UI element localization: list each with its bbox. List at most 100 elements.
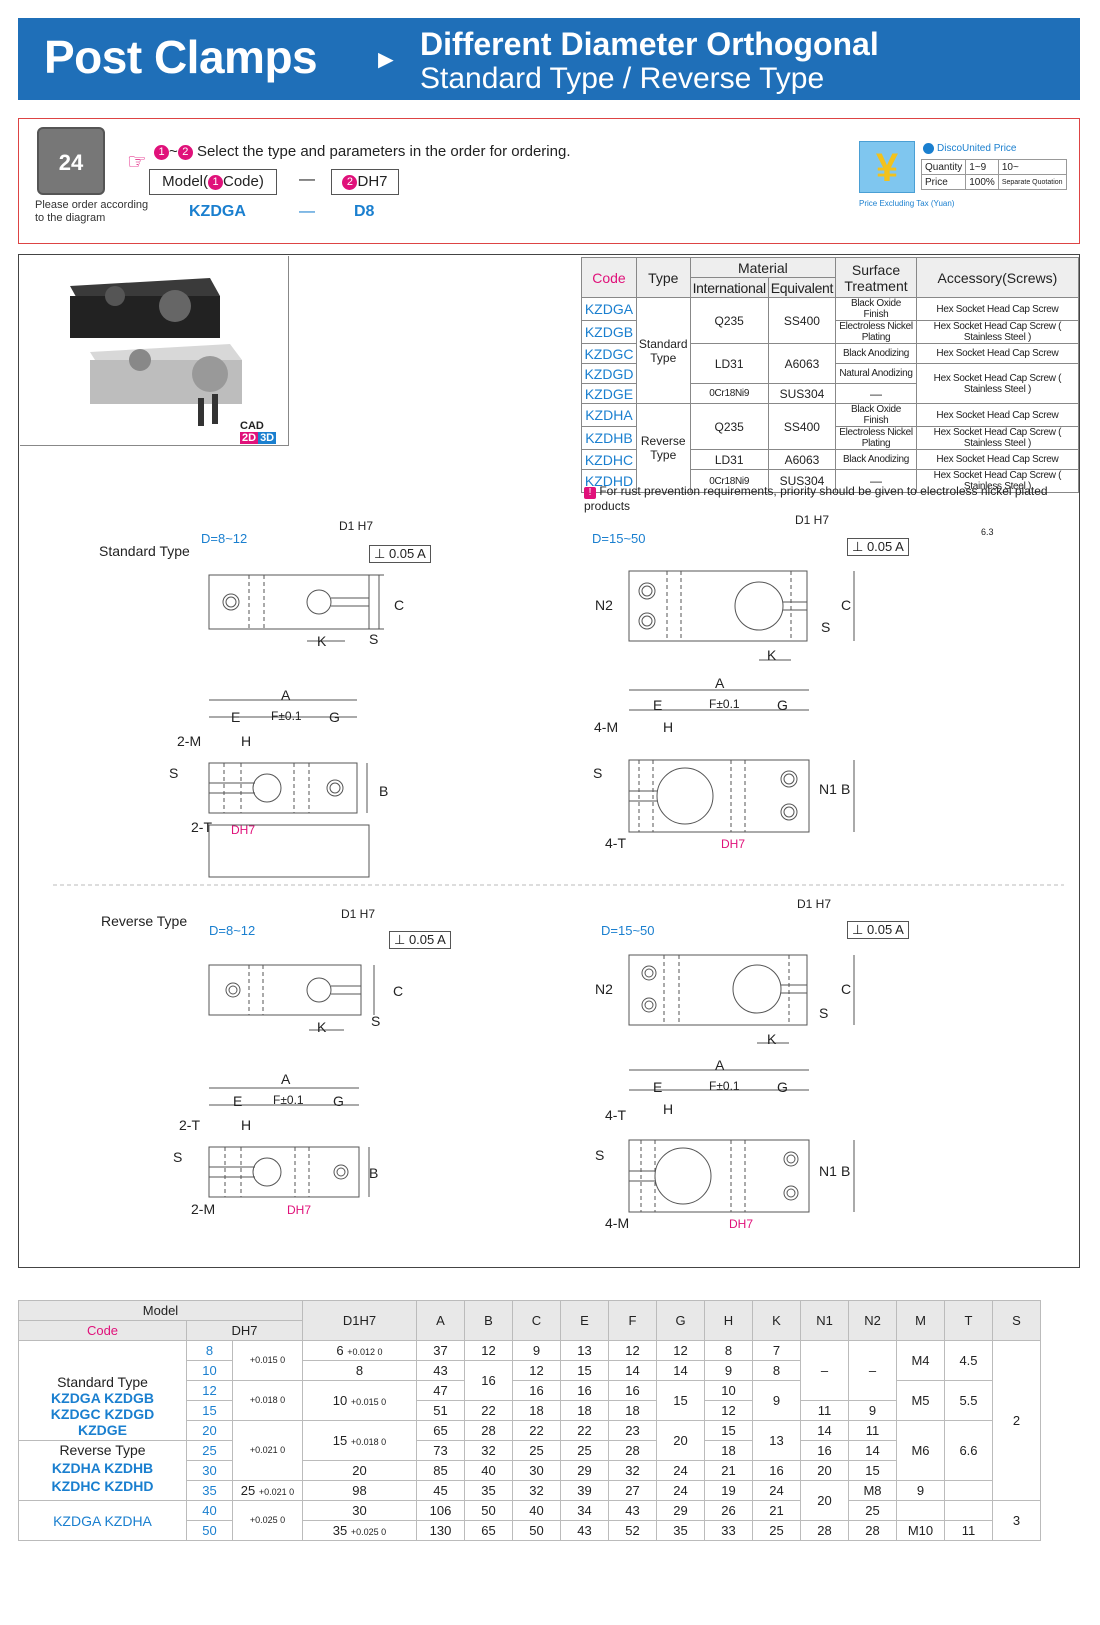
cell-n2: 28 — [848, 1520, 897, 1541]
cell-b: 50 — [464, 1500, 513, 1521]
tolerance-value: 0.05 — [408, 932, 435, 947]
dim-h: H — [241, 733, 252, 749]
bottom-codes: KZDGA KZDHA — [18, 1500, 187, 1541]
cell-n2: 20 — [800, 1480, 849, 1521]
cell-k: 16 — [752, 1460, 801, 1481]
intl-cell: Q235 — [689, 403, 769, 450]
cell-a: 73 — [416, 1440, 465, 1461]
dimension-table: Model D1H7 A B C E F G H K N1 N2 M T S C… — [18, 1300, 1041, 1541]
type-cell: Reverse Type — [635, 403, 691, 493]
cell-n1: 20 — [800, 1460, 849, 1481]
d1-value: 10 — [332, 1393, 348, 1408]
cell-k: 9 — [752, 1380, 801, 1421]
equiv-cell: SS400 — [767, 297, 837, 344]
dim-n2: N2 — [595, 981, 613, 997]
header-accessory: Accessory(Screws) — [915, 257, 1080, 298]
cell-n1: 24 — [752, 1480, 801, 1501]
price-cell: 10~ — [997, 159, 1067, 175]
intl-cell: 0Cr18Ni9 — [689, 383, 769, 404]
intl-cell: Q235 — [689, 297, 769, 344]
std-codes-1: KZDGA KZDGB — [51, 1390, 154, 1406]
size-cell: 40 — [186, 1500, 233, 1521]
phone-24-label: 24 — [58, 150, 84, 175]
equiv-cell: SUS304 — [767, 383, 837, 404]
d1-tol: +0.015 0 — [350, 1397, 387, 1407]
dh7-label: DH7 — [357, 173, 388, 190]
std-codes-3: KZDGE — [78, 1422, 127, 1438]
cell-g: 35 — [656, 1520, 705, 1541]
cell-b: 16 — [464, 1360, 513, 1401]
dim-a: A — [281, 1071, 291, 1087]
cell-b: 65 — [464, 1520, 513, 1541]
cell-c: 25 — [512, 1440, 561, 1461]
d-large-label: D=15~50 — [592, 531, 646, 546]
rust-note-text: For rust prevention requirements, priori… — [584, 484, 1048, 513]
dim-f: F±0.1 — [273, 1093, 304, 1107]
d1-value: 30 — [352, 1503, 367, 1518]
surface-cell: — — [835, 383, 917, 404]
size-cell: 8 — [186, 1340, 233, 1361]
dim-k: K — [317, 633, 327, 649]
intl-cell: 0Cr18Ni9 — [689, 469, 769, 493]
d1-value: 25 — [240, 1483, 256, 1498]
cell-f: 12 — [608, 1340, 657, 1361]
page-title: Post Clamps — [44, 31, 318, 83]
tolerance-value: 0.05 — [866, 539, 893, 554]
cad-label: CAD — [240, 420, 264, 432]
cell-g: 27 — [608, 1480, 657, 1501]
size-cell: 12 — [186, 1380, 233, 1401]
header-surface: Surface Treatment — [835, 257, 917, 298]
type-cell: Standard Type — [635, 297, 691, 404]
d1-tol: +0.021 0 — [258, 1487, 295, 1497]
cell-k: 19 — [704, 1480, 753, 1501]
price-cell: Quantity — [920, 159, 967, 175]
dim-a: A — [715, 1057, 725, 1073]
cell-b: 12 — [464, 1340, 513, 1361]
cell-c: 22 — [512, 1420, 561, 1441]
d1-tol: +0.018 0 — [350, 1437, 387, 1447]
tolerance-value: 0.05 — [388, 546, 415, 561]
datum-label: A — [895, 922, 904, 937]
cell-m: M5 — [896, 1380, 945, 1421]
tol-cell: +0.015 0 — [232, 1340, 303, 1381]
arrow-icon: ► — [373, 44, 399, 74]
cell-h: 21 — [704, 1460, 753, 1481]
cell-a: 47 — [416, 1380, 465, 1401]
accessory-cell: Hex Socket Head Cap Screw — [915, 343, 1080, 364]
cell-a: 85 — [416, 1460, 465, 1481]
size-cell: 20 — [186, 1420, 233, 1441]
step-tilde: ~ — [169, 143, 178, 160]
code-cell: KZDHA — [581, 403, 637, 427]
cell-s: 3 — [992, 1500, 1041, 1541]
dim-k: K — [317, 1019, 327, 1035]
cell-f: 39 — [560, 1480, 609, 1501]
code-cell: KZDHB — [581, 426, 637, 450]
accessory-cell: Hex Socket Head Cap Screw ( Stainless St… — [915, 469, 1080, 493]
dim-f: F±0.1 — [709, 1079, 740, 1093]
dim-dh7: DH7 — [287, 1203, 312, 1217]
code-cell: KZDGC — [581, 343, 637, 364]
dim-h: H — [663, 719, 674, 735]
dim-n2: N2 — [595, 597, 613, 613]
perpendicularity-icon: ⊥ — [374, 546, 386, 561]
cell-b: 22 — [464, 1400, 513, 1421]
cell-f: 52 — [608, 1520, 657, 1541]
warning-icon: ! — [584, 487, 596, 499]
datum-label: A — [895, 539, 904, 554]
accessory-cell: Hex Socket Head Cap Screw ( Stainless St… — [915, 426, 1080, 450]
dim-4t: 4-T — [605, 835, 626, 851]
cell-h: 8 — [704, 1340, 753, 1361]
cell-b: 32 — [464, 1440, 513, 1461]
accessory-cell: Hex Socket Head Cap Screw — [915, 297, 1080, 321]
d1-value: 20 — [352, 1463, 367, 1478]
cell-t: 6.6 — [944, 1420, 993, 1481]
cell-h: 18 — [704, 1440, 753, 1461]
roughness-label: 6.3 — [981, 527, 994, 537]
d1-cell: 20 — [302, 1460, 417, 1481]
d1-label: D1 H7 — [797, 897, 832, 911]
dim-c: C — [841, 981, 852, 997]
cell-g: 12 — [656, 1340, 705, 1361]
